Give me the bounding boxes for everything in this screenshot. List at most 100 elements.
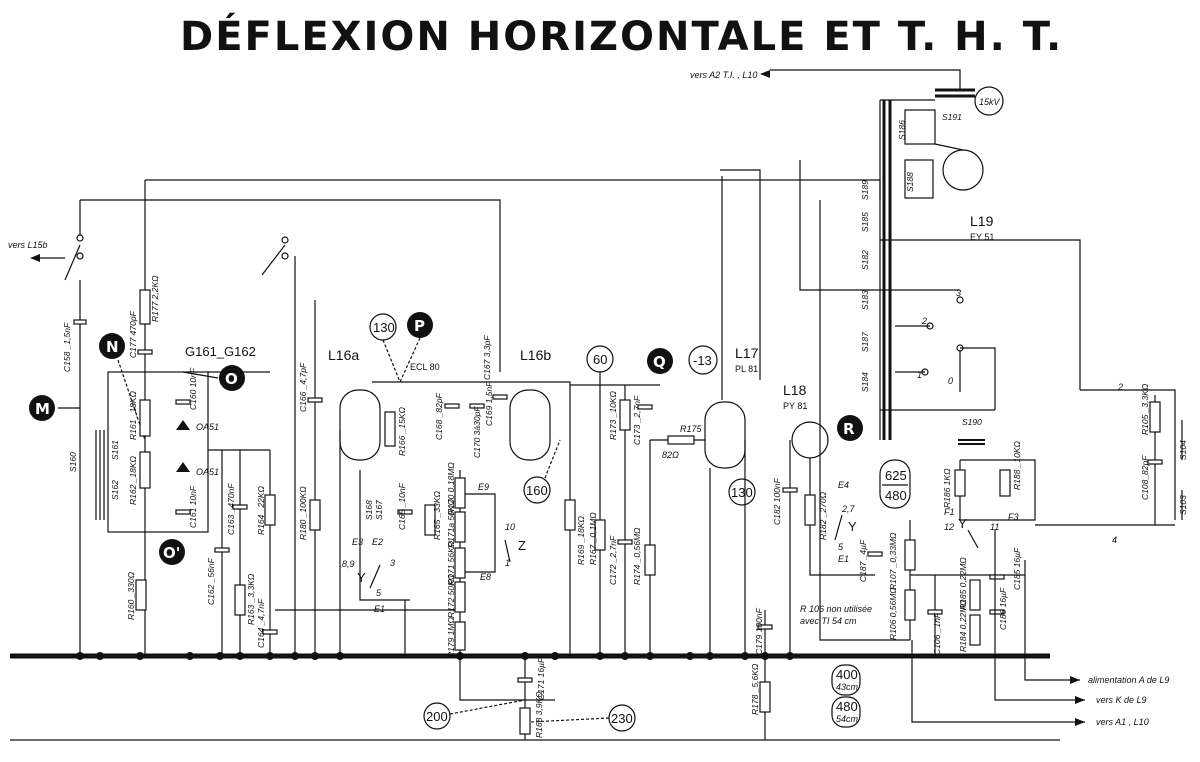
wire	[359, 470, 410, 601]
marker-o-label: O	[225, 370, 238, 388]
label-c169: C169 1,5nF	[484, 381, 494, 426]
capacitor-c164	[262, 629, 278, 635]
arrow-l15b	[30, 254, 40, 262]
diagram-title: DÉFLEXION HORIZONTALE ET T. H. T.	[180, 12, 1063, 60]
resistor-r107	[904, 539, 916, 571]
label-oa51-2: OA51	[196, 467, 219, 477]
resistor-r173	[619, 399, 631, 431]
label-4: 4	[1112, 535, 1117, 545]
label-vers-a1: vers A1 , L10	[1096, 717, 1149, 727]
label-r186: R186 1KΩ	[942, 468, 952, 508]
switch-contact	[76, 234, 84, 242]
label-c158: C158 _1,5nF	[62, 322, 72, 372]
dashed-160	[544, 439, 561, 479]
label-l17: L17	[735, 345, 759, 361]
marker-m-label: M	[35, 400, 50, 418]
value-400	[831, 664, 861, 696]
label-r106: R106 0,56MΩ	[888, 587, 898, 640]
label-r164: R164 _22KΩ	[256, 485, 266, 535]
value-minus-13-label: -13	[693, 353, 712, 368]
label-r182: R182 _270Ω	[818, 491, 828, 540]
label-c182: C182 100nF	[772, 477, 782, 525]
label-r180: R180 _100KΩ	[298, 486, 308, 540]
value-400-sub: 43cm	[836, 682, 859, 692]
label-y-switch-2: Y	[848, 519, 857, 534]
capacitor-c171	[517, 677, 533, 683]
label-r174: R174 _0,56MΩ	[632, 527, 642, 585]
label-r188: R188 _10KΩ	[1012, 440, 1022, 490]
switch-contact	[281, 236, 289, 244]
arrow-vers-k	[1075, 696, 1085, 704]
label-r165: R165 _33KΩ	[432, 490, 442, 540]
capacitor-c177	[137, 349, 153, 355]
capacitor-c173	[637, 404, 653, 410]
capacitor-c163	[232, 504, 248, 510]
switch-y1-arm	[369, 564, 381, 589]
label-r106-note-1: R 106 non utilisée	[800, 604, 872, 614]
capacitor-c108	[1147, 459, 1163, 465]
tube-l16b	[509, 389, 551, 461]
label-c161: C161 10nF	[188, 485, 198, 528]
label-pl81: PL 81	[735, 364, 758, 374]
label-r178: R178 _5,6KΩ	[750, 663, 760, 715]
value-480b	[831, 696, 861, 728]
wire-f-box	[959, 459, 1036, 521]
label-r177: R177 2,2KΩ	[150, 275, 160, 322]
arrow-vers-a1	[1075, 718, 1085, 726]
value-minus-13	[688, 345, 718, 375]
label-r106-note-2: avec TI 54 cm	[800, 616, 857, 626]
capacitor-c168	[444, 403, 460, 409]
wire-s183	[799, 160, 960, 291]
label-e1: E1	[374, 604, 385, 614]
label-5: 5	[376, 588, 382, 598]
value-480b-label: 480	[836, 699, 858, 714]
label-2-right: 2	[1117, 382, 1123, 392]
resistor-r177	[139, 289, 151, 325]
label-s182: S182	[860, 250, 870, 270]
resistor-r186	[954, 469, 966, 497]
tap-contact-3	[956, 296, 964, 304]
label-tap-0: 0	[948, 376, 953, 386]
value-60-label: 60	[593, 352, 607, 367]
capacitor-c162	[214, 547, 230, 553]
label-r184: R184 0,22MΩ	[958, 599, 968, 652]
label-s185: S185	[860, 212, 870, 232]
resistor-r166	[384, 411, 396, 447]
value-160-label: 160	[526, 483, 548, 498]
resistor-r163	[234, 584, 246, 616]
label-c168: C168 _82pF	[434, 392, 444, 440]
value-160	[523, 476, 551, 504]
capacitor-c182	[782, 487, 798, 493]
value-15kv	[974, 86, 1004, 116]
label-1: 1	[505, 558, 510, 568]
value-200	[423, 702, 451, 730]
resistor-r179	[454, 621, 466, 651]
capacitor-c160	[175, 399, 191, 405]
coil-s188	[904, 159, 934, 199]
label-ey51: EY 51	[970, 232, 994, 242]
label-r105: R105 _3,3KΩ	[1140, 383, 1150, 435]
label-12: 12	[944, 522, 954, 532]
label-r160: R160 _330Ω	[126, 571, 136, 620]
label-c171: C171 16µF	[536, 657, 546, 700]
label-s190: S190	[962, 417, 982, 427]
label-e1b: E1	[838, 554, 849, 564]
label-c173: C173 _2,7nF	[632, 395, 642, 445]
label-y-switch-1: Y	[357, 570, 366, 585]
resistor-r178	[759, 681, 771, 713]
resistor-r167	[594, 519, 606, 551]
capacitor-c172	[617, 539, 633, 545]
wire	[960, 347, 996, 410]
label-r169: R169 _18KΩ	[576, 515, 586, 565]
capacitor-c185	[989, 574, 1005, 580]
label-s168: S168	[364, 500, 374, 520]
wire-ladder	[459, 470, 555, 701]
label-s183: S183	[860, 290, 870, 310]
label-c179: C179 100nF	[754, 607, 764, 655]
resistor-r162	[139, 451, 151, 489]
tube-l16a	[339, 389, 381, 461]
label-c170: C170 3à30pF	[472, 406, 482, 458]
label-l18: L18	[783, 382, 807, 398]
resistor-r174	[644, 544, 656, 576]
label-r107: R107 _0,33MΩ	[888, 532, 898, 590]
